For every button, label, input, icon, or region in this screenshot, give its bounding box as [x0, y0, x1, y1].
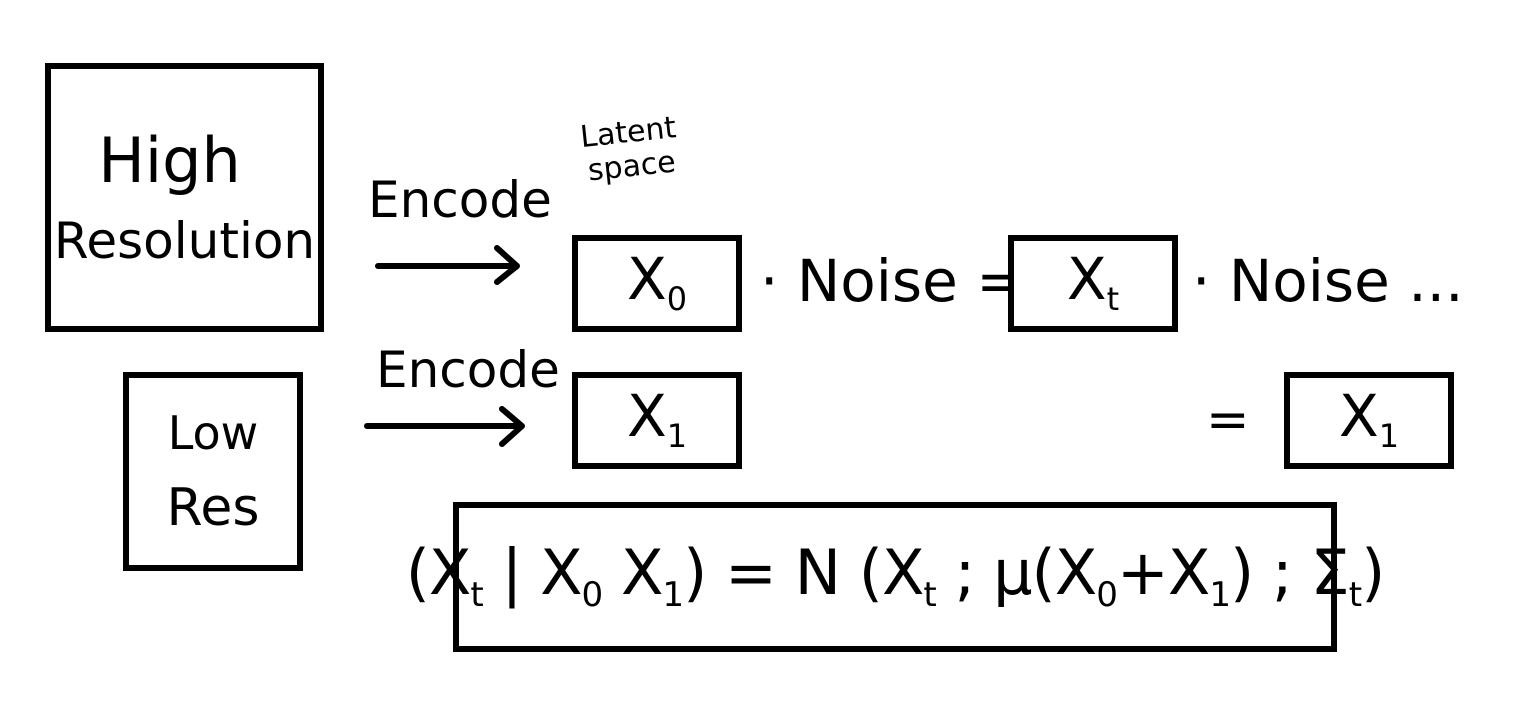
noise-ellipsis-text: · Noise ... [1192, 247, 1464, 315]
formula-sigma: ) ; Σ [1230, 535, 1350, 609]
xt-label: Xt [1067, 250, 1119, 316]
latent-label-line2: space [586, 144, 678, 189]
formula-sub-0: 0 [581, 574, 604, 615]
xt-box: Xt [1008, 235, 1178, 332]
formula-box: (Xt | X0 X1) = N (Xt ; μ(X0+X1) ; Σt) [406, 502, 1385, 652]
x0-label: X0 [627, 250, 687, 316]
res-label: Res [166, 477, 260, 538]
formula-rhs-sub-t: t [923, 574, 936, 615]
x1-right-base: X [1338, 382, 1379, 451]
equals-sign-bottom: = [1206, 390, 1250, 450]
resolution-label: Resolution [53, 211, 316, 270]
x1-right-box: X1 [1284, 372, 1454, 469]
xt-base: X [1066, 245, 1107, 314]
encode-bottom-arrow [364, 406, 525, 447]
low-res-box: Low Res [123, 372, 303, 571]
x1-left-sub: 1 [666, 417, 688, 456]
high-resolution-box: High Resolution [45, 63, 324, 332]
latent-space-label: Latent space [579, 110, 681, 189]
formula-x1: X [602, 535, 663, 609]
x0-sub: 0 [666, 280, 688, 319]
x1-left-label: X1 [627, 387, 687, 453]
encode-top-arrow [375, 245, 520, 285]
formula-sub-1: 1 [662, 574, 684, 615]
low-label: Low [167, 405, 259, 460]
x1-right-label: X1 [1339, 387, 1399, 453]
x1-left-box: X1 [572, 372, 742, 469]
formula-sigma-sub-t: t [1348, 574, 1362, 615]
formula-sub-t: t [470, 574, 483, 615]
encode-bottom-label: Encode [376, 341, 560, 399]
x0-box: X0 [572, 235, 742, 332]
x1-right-sub: 1 [1378, 417, 1400, 456]
formula-mu: ; μ(X [935, 535, 1098, 609]
high-label: High [98, 123, 241, 197]
formula-plus: +X [1116, 535, 1210, 609]
formula-lhs-open: (X [405, 535, 472, 609]
noise-equals-text: · Noise = [760, 247, 1025, 315]
x1-left-base: X [626, 382, 667, 451]
formula-bar: | X [482, 535, 582, 609]
x0-base: X [626, 245, 667, 314]
formula-close: ) [1361, 535, 1385, 609]
encode-top-label: Encode [368, 171, 552, 229]
formula-text: (Xt | X0 X1) = N (Xt ; μ(X0+X1) ; Σt) [406, 541, 1386, 615]
formula-rhs-sub-1: 1 [1209, 574, 1231, 615]
xt-sub: t [1106, 280, 1120, 319]
formula-equals-n: ) = N (X [683, 535, 924, 609]
formula-rhs-sub-0: 0 [1096, 574, 1118, 615]
